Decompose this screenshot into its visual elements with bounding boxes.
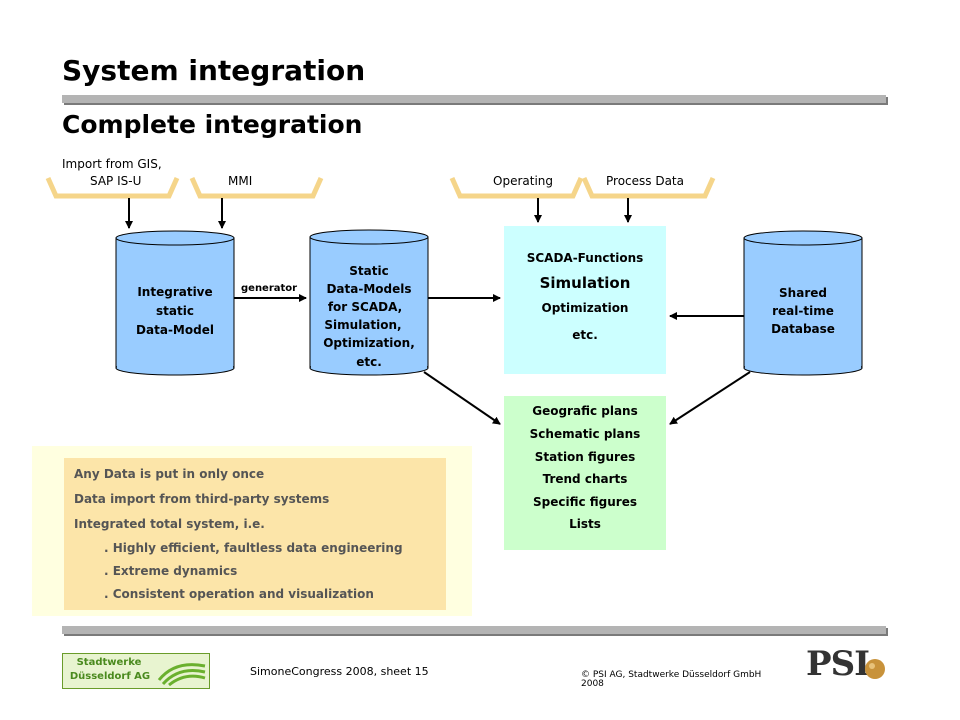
scada-simulation-label: Simulation: [539, 274, 631, 292]
static-line-3: for SCADA,: [327, 300, 403, 314]
note-subitem: . Highly efficient, faultless data engin…: [104, 541, 403, 555]
copyright-label: © PSI AG, Stadtwerke Düsseldorf GmbH: [581, 670, 762, 680]
scada-etc-label: etc.: [572, 328, 598, 342]
integrative-model-label: Integrative static Data-Model: [116, 283, 234, 343]
cylinder-shared-db: [743, 230, 863, 376]
psi-logo: PSI: [806, 644, 886, 684]
box-scada: [504, 226, 666, 374]
static-models-label: Static Data-Models for SCADA, Simulation…: [310, 262, 428, 374]
stadtwerke-logo: Stadtwerke Düsseldorf AG: [62, 653, 210, 689]
static-line-4: Simulation,: [324, 318, 402, 332]
stadtwerke-logo-line-1: Stadtwerke: [76, 657, 142, 668]
generator-label: generator: [241, 283, 298, 294]
note-item: Data import from third-party systems: [74, 492, 330, 506]
scada-optimization-label: Optimization: [541, 301, 629, 315]
sheet-label: SimoneCongress 2008, sheet 15: [250, 665, 429, 678]
stadtwerke-wave-icon: [157, 663, 206, 686]
input-bracket-process: [581, 176, 716, 199]
input-bracket-operating: [449, 176, 584, 199]
notes-panel: Any Data is put in only once Data import…: [64, 458, 446, 610]
input-bracket-mmi: [189, 176, 324, 199]
note-subitem: . Consistent operation and visualization: [104, 587, 374, 601]
integrative-line-1: Integrative: [137, 285, 213, 299]
static-line-6: etc.: [356, 355, 382, 369]
arrow-static-to-outputs: [423, 371, 501, 425]
input-label-gis-1: Import from GIS,: [62, 157, 162, 171]
footer-divider: [62, 626, 886, 634]
shared-line-3: Database: [771, 322, 835, 336]
psi-logo-text: PSI: [806, 644, 870, 684]
input-label-mmi: MMI: [228, 174, 253, 188]
psi-globe-icon: [865, 659, 885, 679]
note-subitem: . Extreme dynamics: [104, 564, 238, 578]
shared-db-label: Shared real-time Database: [744, 284, 862, 344]
integrative-line-3: Data-Model: [136, 323, 214, 337]
static-line-5: Optimization,: [323, 336, 415, 350]
box-outputs: [504, 396, 666, 550]
note-item: Any Data is put in only once: [74, 467, 265, 481]
output-item: Specific figures: [532, 495, 637, 509]
note-item: Integrated total system, i.e.: [74, 517, 265, 531]
input-bracket-gis: [45, 176, 180, 199]
input-label-gis-2: SAP IS-U: [90, 174, 142, 188]
output-item: Lists: [569, 517, 601, 531]
static-line-1: Static: [349, 264, 389, 278]
shared-line-2: real-time: [772, 304, 834, 318]
stadtwerke-logo-line-2: Düsseldorf AG: [69, 671, 151, 682]
output-item: Station figures: [534, 450, 636, 464]
integrative-line-2: static: [156, 304, 194, 318]
page-subtitle: Complete integration: [62, 110, 363, 139]
input-label-process-data: Process Data: [606, 174, 684, 188]
outputs-list: Geografic plans Schematic plans Station …: [504, 403, 666, 538]
output-item: Geografic plans: [532, 404, 638, 418]
input-label-operating: Operating: [493, 174, 553, 188]
cylinder-integrative: [115, 230, 235, 376]
output-item: Schematic plans: [529, 427, 641, 441]
static-line-2: Data-Models: [326, 282, 412, 296]
copyright-year: 2008: [581, 679, 604, 689]
page-title: System integration: [62, 54, 366, 87]
arrow-shared-to-outputs: [669, 371, 751, 425]
shared-line-1: Shared: [779, 286, 827, 300]
title-divider: [62, 95, 886, 103]
scada-functions-label: SCADA-Functions: [526, 251, 644, 265]
output-item: Trend charts: [542, 472, 628, 486]
cylinder-static-models: [309, 229, 429, 376]
